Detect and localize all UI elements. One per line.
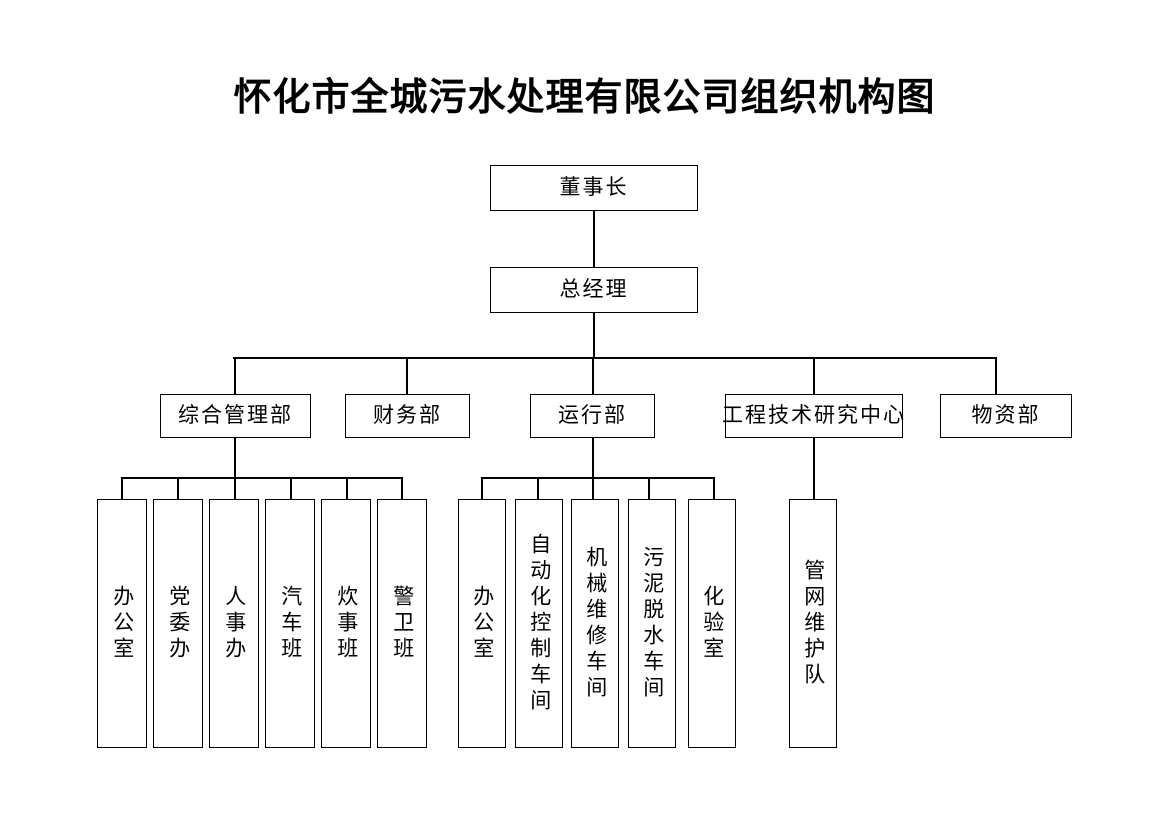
edge-dept-operations-dropline bbox=[592, 438, 594, 478]
edge-bus-to-admin-hr bbox=[234, 477, 236, 499]
node-dept-materials[interactable]: 物资部 bbox=[940, 394, 1072, 438]
edge-bus-to-ops-sludge bbox=[648, 477, 650, 499]
node-admin-canteen[interactable]: 炊事班 bbox=[321, 499, 371, 748]
edge-bus-to-dept-engineering bbox=[813, 357, 815, 394]
edge-operations-children-bus bbox=[481, 477, 714, 479]
edge-bus-to-admin-canteen bbox=[346, 477, 348, 499]
node-dept-finance[interactable]: 财务部 bbox=[345, 394, 470, 438]
node-admin-vehicle[interactable]: 汽车班 bbox=[265, 499, 315, 748]
edge-bus-to-ops-office bbox=[481, 477, 483, 499]
edge-general-manager-dropline bbox=[593, 313, 595, 359]
edge-bus-to-ops-lab bbox=[713, 477, 715, 499]
node-ops-automation[interactable]: 自动化控制车间 bbox=[515, 499, 563, 748]
edge-bus-to-admin-party bbox=[177, 477, 179, 499]
node-dept-operations[interactable]: 运行部 bbox=[530, 394, 655, 438]
edge-bus-to-dept-finance bbox=[406, 357, 408, 394]
edge-dept-admin-dropline bbox=[234, 438, 236, 478]
node-ops-lab[interactable]: 化验室 bbox=[688, 499, 736, 748]
node-chairman[interactable]: 董事长 bbox=[490, 165, 698, 211]
edge-admin-children-bus bbox=[121, 477, 402, 479]
edge-bus-to-dept-materials bbox=[995, 357, 997, 394]
node-admin-guard[interactable]: 警卫班 bbox=[377, 499, 427, 748]
edge-bus-to-admin-office bbox=[121, 477, 123, 499]
node-ops-office[interactable]: 办公室 bbox=[458, 499, 506, 748]
edge-bus-to-ops-maintenance bbox=[592, 477, 594, 499]
node-admin-party[interactable]: 党委办 bbox=[153, 499, 203, 748]
edge-bus-to-admin-vehicle bbox=[290, 477, 292, 499]
edge-departments-bus bbox=[233, 357, 997, 359]
node-general-manager[interactable]: 总经理 bbox=[490, 267, 698, 313]
edge-bus-to-ops-automation bbox=[537, 477, 539, 499]
edge-bus-to-dept-admin bbox=[234, 357, 236, 394]
node-eng-pipeline[interactable]: 管网维护队 bbox=[789, 499, 837, 748]
edge-bus-to-admin-guard bbox=[401, 477, 403, 499]
edge-dept-engineering-to-pipeline bbox=[813, 438, 815, 499]
edge-bus-to-dept-operations bbox=[592, 357, 594, 394]
node-ops-maintenance[interactable]: 机械维修车间 bbox=[571, 499, 619, 748]
node-admin-office[interactable]: 办公室 bbox=[97, 499, 147, 748]
page-title: 怀化市全城污水处理有限公司组织机构图 bbox=[233, 74, 936, 119]
node-admin-hr[interactable]: 人事办 bbox=[209, 499, 259, 748]
edge-chairman-to-general-manager bbox=[593, 211, 595, 267]
node-dept-engineering[interactable]: 工程技术研究中心 bbox=[722, 394, 904, 438]
node-ops-sludge[interactable]: 污泥脱水车间 bbox=[628, 499, 676, 748]
node-dept-admin[interactable]: 综合管理部 bbox=[160, 394, 311, 438]
